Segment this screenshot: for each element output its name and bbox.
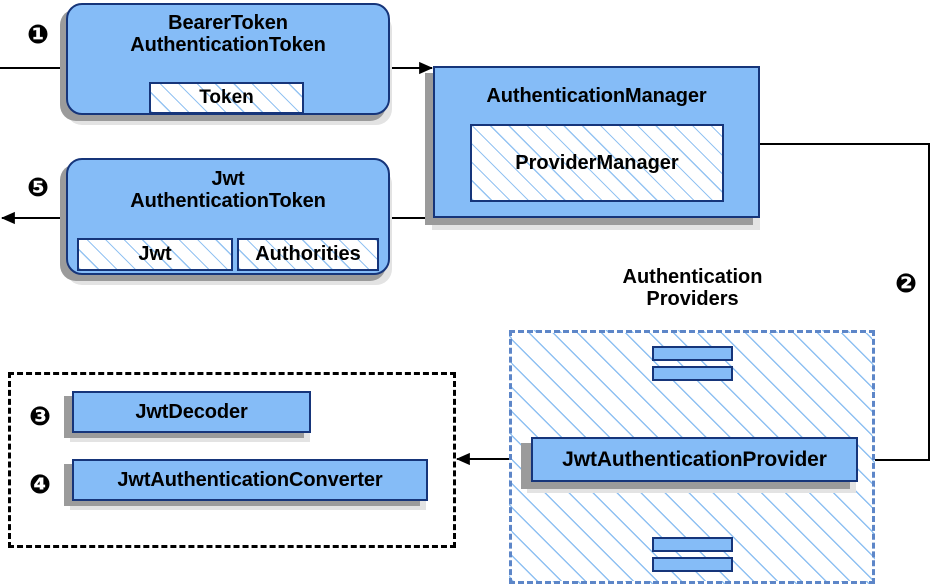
provider-placeholder-bar-top-2 — [652, 366, 733, 381]
bearer-token-title-line2: AuthenticationToken — [130, 34, 326, 57]
step-bullet-1: ❶ — [26, 20, 49, 50]
node-authentication-manager[interactable]: AuthenticationManager ProviderManager — [433, 66, 760, 218]
authentication-manager-provider-manager: ProviderManager — [470, 124, 724, 202]
provider-placeholder-bar-bottom-2 — [652, 557, 733, 572]
jwt-token-field-authorities: Authorities — [237, 238, 379, 271]
node-jwt-decoder[interactable]: JwtDecoder — [72, 391, 311, 433]
step-bullet-5: ❺ — [26, 173, 49, 203]
authentication-manager-title: AuthenticationManager — [486, 85, 707, 107]
bearer-token-title: BearerToken AuthenticationToken — [130, 12, 326, 57]
step-bullet-3: ❸ — [28, 402, 51, 432]
node-jwt-authentication-provider[interactable]: JwtAuthenticationProvider — [531, 437, 858, 482]
authentication-providers-title-line2: Providers — [646, 288, 739, 310]
jwt-token-title: Jwt AuthenticationToken — [130, 168, 326, 213]
node-jwt-authentication-converter[interactable]: JwtAuthenticationConverter — [72, 459, 428, 501]
jwt-converter-label: JwtAuthenticationConverter — [117, 468, 383, 491]
step-bullet-4: ❹ — [28, 470, 51, 500]
node-jwt-authentication-token[interactable]: Jwt AuthenticationToken Jwt Authorities — [66, 158, 390, 275]
jwt-token-title-line1: Jwt — [211, 168, 245, 190]
authentication-providers-title: Authentication Providers — [585, 266, 800, 310]
provider-placeholder-bar-top-1 — [652, 346, 733, 361]
jwt-token-title-line2: AuthenticationToken — [130, 190, 326, 213]
jwt-support-container — [8, 372, 456, 548]
step-bullet-2: ❷ — [894, 269, 917, 299]
bearer-token-title-line1: BearerToken — [168, 12, 288, 34]
provider-placeholder-bar-bottom-1 — [652, 537, 733, 552]
jwt-token-field-jwt: Jwt — [77, 238, 233, 271]
node-bearer-token-authentication-token[interactable]: BearerToken AuthenticationToken Token — [66, 3, 390, 115]
bearer-token-field-token: Token — [149, 82, 304, 114]
authentication-providers-title-line1: Authentication — [622, 266, 763, 288]
jwt-authentication-provider-label: JwtAuthenticationProvider — [562, 447, 827, 471]
jwt-decoder-label: JwtDecoder — [135, 400, 248, 423]
